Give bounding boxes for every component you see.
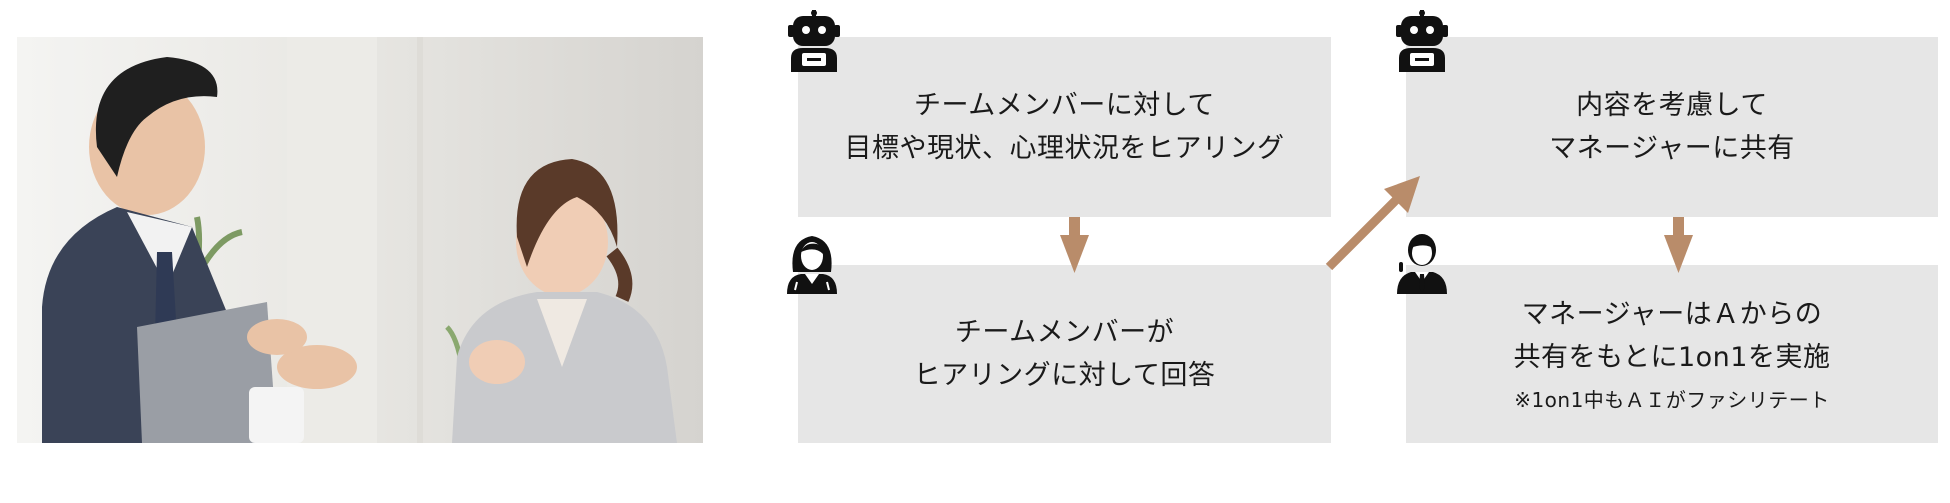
arrow-down-left xyxy=(1060,217,1089,273)
woman-icon xyxy=(783,232,841,294)
arrow-down-right xyxy=(1664,217,1693,273)
robot-icon xyxy=(1393,10,1451,72)
robot-icon xyxy=(785,10,843,72)
man-icon xyxy=(1393,232,1451,294)
